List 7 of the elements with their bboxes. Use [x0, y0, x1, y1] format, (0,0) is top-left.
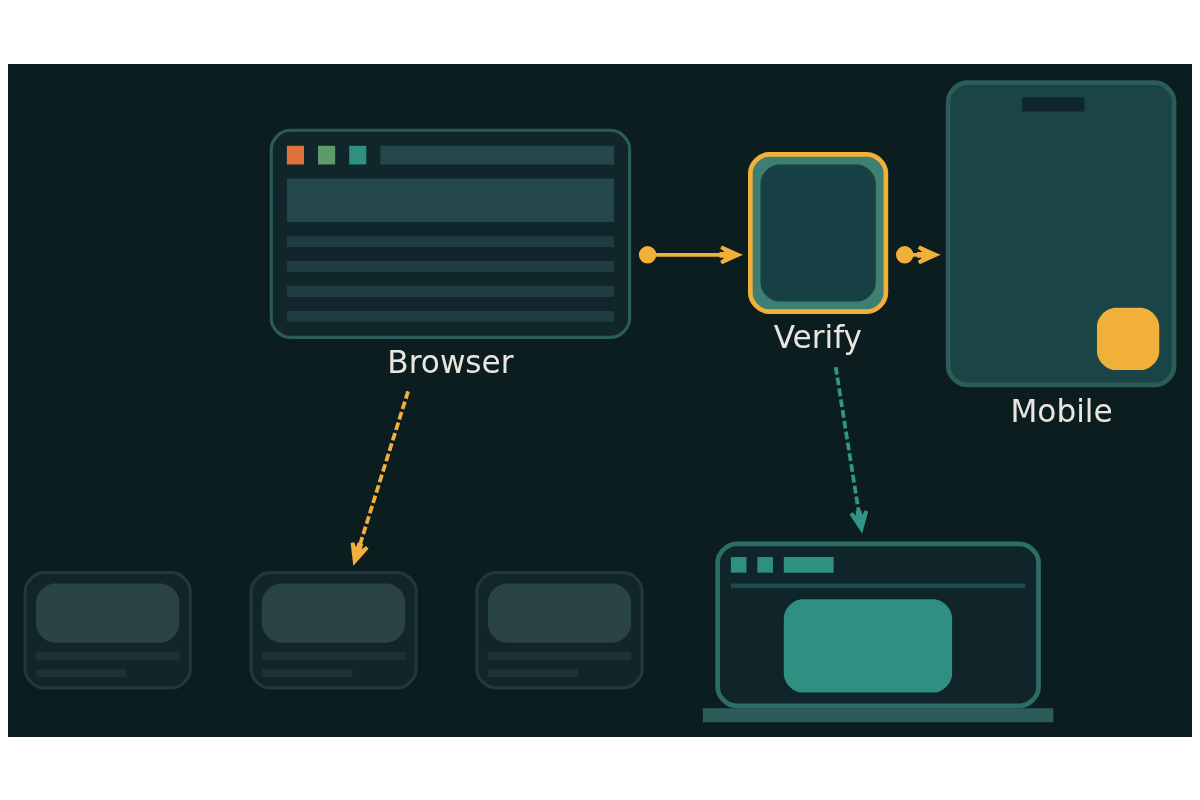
arrow — [638, 244, 741, 264]
arrow — [896, 244, 938, 264]
node-label: Browser — [387, 343, 514, 380]
node-label: Verify — [773, 318, 863, 355]
node-label: Mobile — [1010, 392, 1113, 429]
arrow — [350, 390, 410, 563]
arrow — [833, 366, 869, 531]
